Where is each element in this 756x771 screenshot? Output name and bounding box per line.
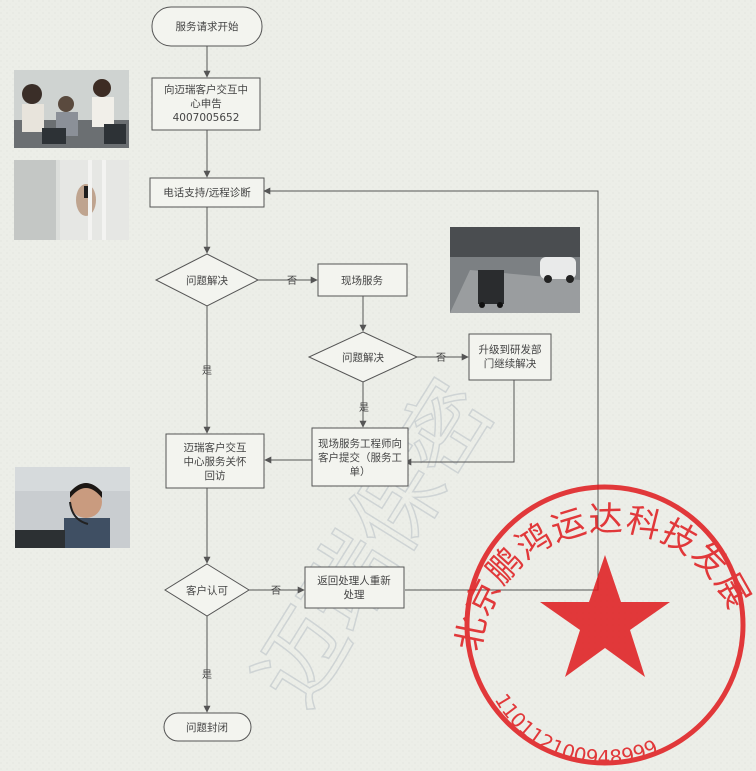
- callback-label-line1: 迈瑞客户交互: [184, 441, 247, 454]
- callback-label-line2: 中心服务关怀: [184, 455, 247, 468]
- center-callback-node: [165, 433, 265, 489]
- decision-resolved-1: [154, 253, 260, 307]
- return-handler-label-line2: 处理: [344, 589, 365, 601]
- escalate-label-line2: 门继续解决: [484, 357, 537, 370]
- decision-customer: [164, 563, 250, 617]
- call-center-node: [151, 77, 261, 131]
- edge-label-yes-1: 是: [202, 365, 212, 377]
- start-label: 服务请求开始: [176, 20, 239, 33]
- nodes: [149, 6, 552, 742]
- decision-resolved-2: [307, 331, 419, 383]
- edge-label-yes-3: 是: [202, 669, 212, 681]
- decision-resolved-1-label: 问题解决: [186, 274, 228, 287]
- edge-label-no-1: 否: [287, 275, 297, 287]
- onsite-service-node: [317, 263, 408, 297]
- engineer-label-line3: 单）: [350, 466, 371, 478]
- callback-label-line3: 回访: [205, 470, 226, 482]
- onsite-service-label: 现场服务: [341, 274, 383, 287]
- decision-resolved-2-label: 问题解决: [342, 351, 384, 364]
- escalate-node: [468, 333, 552, 381]
- edge-label-no-2: 否: [436, 352, 446, 364]
- phone-support-node: [149, 177, 265, 208]
- escalate-label-line1: 升级到研发部: [479, 343, 542, 356]
- connectors: [203, 46, 599, 713]
- arrow-escalate-to-engineer: [404, 380, 515, 466]
- closed-label: 问题封闭: [186, 721, 228, 734]
- edge-label-no-3: 否: [271, 585, 281, 597]
- return-handler-label-line1: 返回处理人重新: [317, 574, 391, 587]
- call-center-phone: 4007005652: [173, 112, 240, 124]
- call-center-agents-photo: [14, 70, 129, 148]
- start-node: [151, 6, 263, 47]
- engineer-label-line2: 客户提交（服务工: [318, 451, 402, 464]
- decision-customer-label: 客户认可: [186, 584, 228, 597]
- phone-support-label: 电话支持/远程诊断: [163, 186, 251, 199]
- edge-label-yes-2: 是: [359, 402, 369, 414]
- call-center-label-line1: 向迈瑞客户交互中: [164, 83, 248, 96]
- return-handler-node: [304, 566, 405, 609]
- arrow-return-loop: [263, 187, 599, 591]
- engineer-label-line1: 现场服务工程师向: [318, 437, 402, 450]
- callback-agent-photo: [15, 467, 130, 548]
- closed-node: [163, 712, 252, 742]
- call-center-label-line2: 心申告: [190, 97, 222, 110]
- phone-support-photo: [14, 160, 129, 240]
- onsite-service-photo: [450, 227, 580, 313]
- engineer-submit-node: [311, 427, 409, 487]
